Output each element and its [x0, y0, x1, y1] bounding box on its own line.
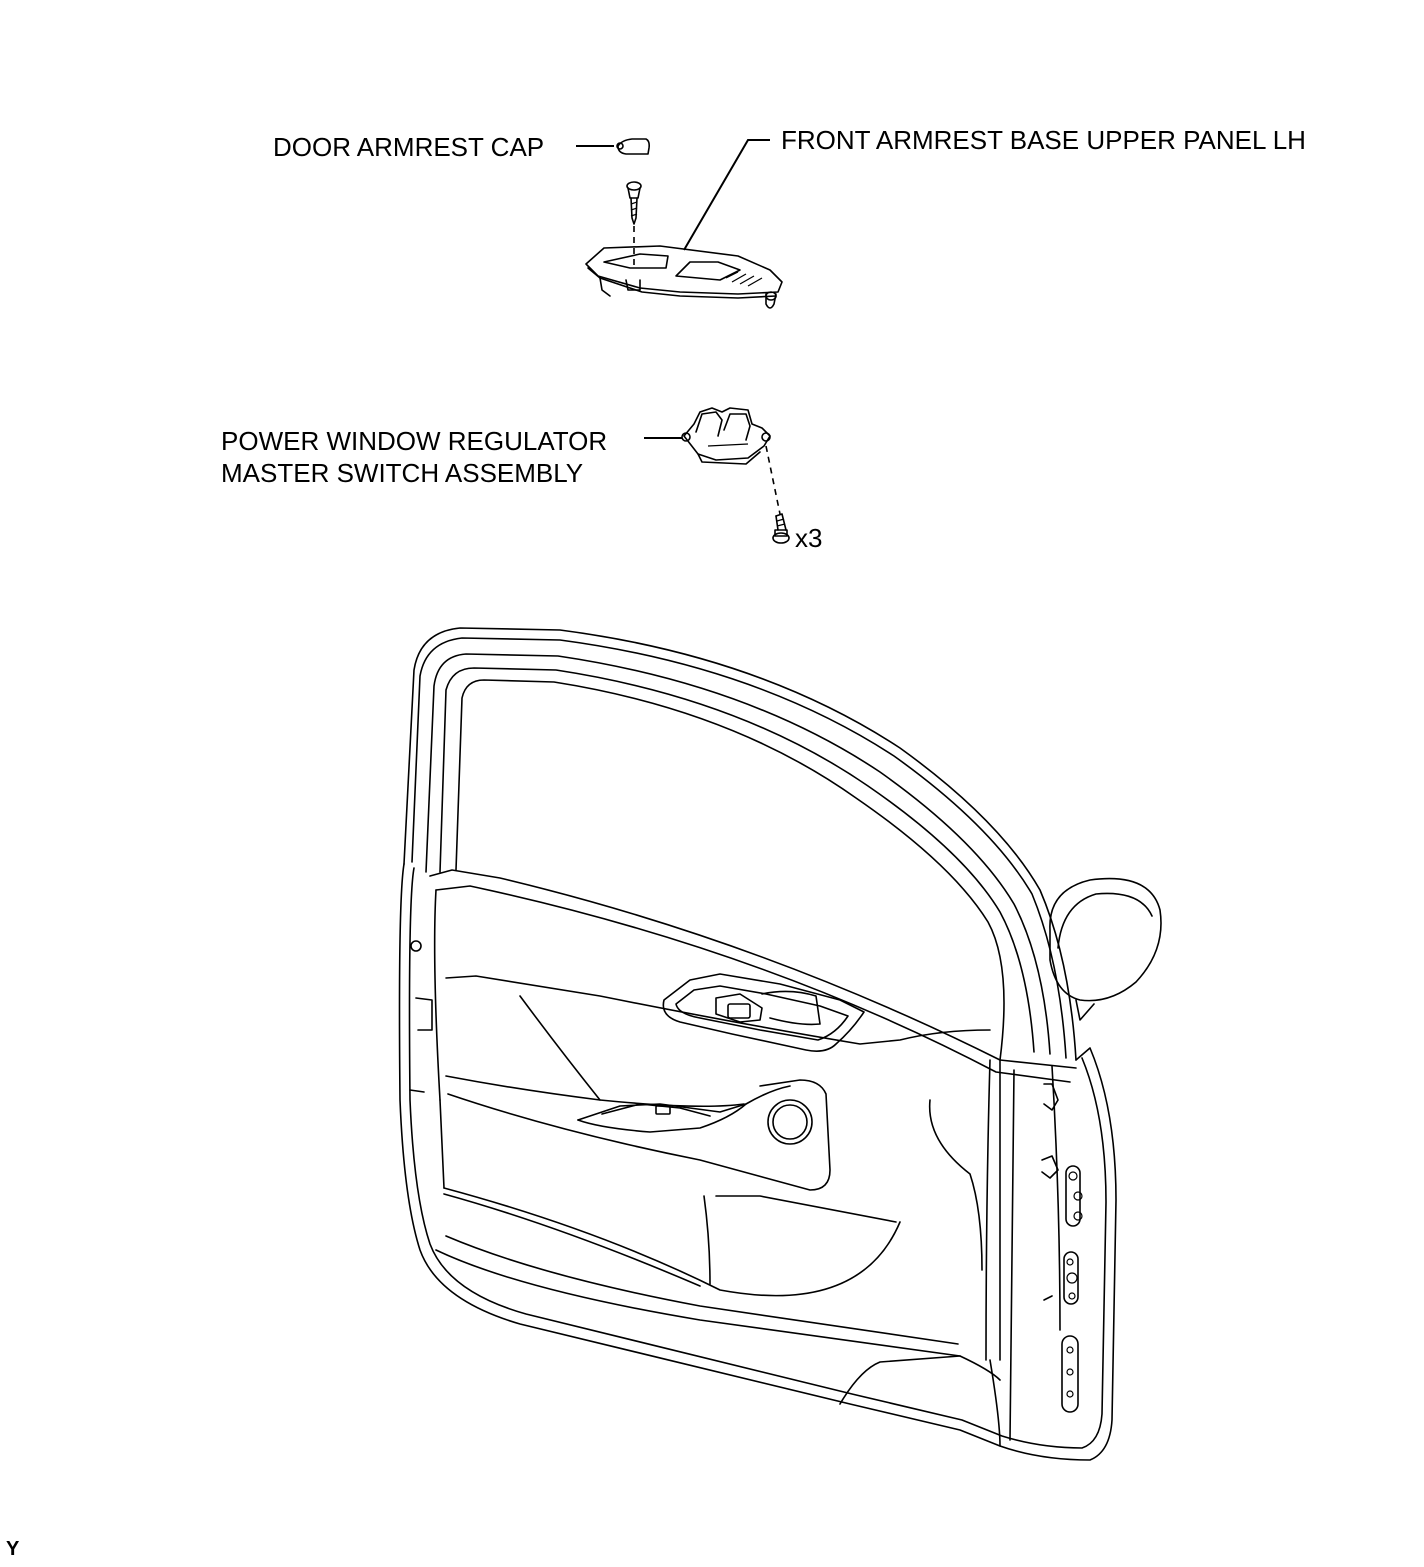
door-armrest-cap-part	[616, 138, 650, 155]
front-door-assembly	[398, 627, 1162, 1461]
figure-code: Y	[6, 1538, 20, 1560]
switch-screw	[772, 513, 790, 544]
panel-screw	[626, 181, 642, 225]
label-door-armrest-cap: DOOR ARMREST CAP	[273, 132, 545, 162]
label-master-switch-line2: MASTER SWITCH ASSEMBLY	[221, 458, 584, 488]
screw-path-switch	[765, 445, 781, 515]
label-master-switch-line1: POWER WINDOW REGULATOR	[221, 426, 608, 456]
front-armrest-base-upper-panel-part	[585, 245, 783, 309]
leader-front-armrest-panel	[683, 139, 770, 251]
label-front-armrest-panel: FRONT ARMREST BASE UPPER PANEL LH	[781, 125, 1306, 155]
master-switch-assembly-part	[681, 407, 771, 465]
label-screw-qty: x3	[795, 523, 823, 553]
